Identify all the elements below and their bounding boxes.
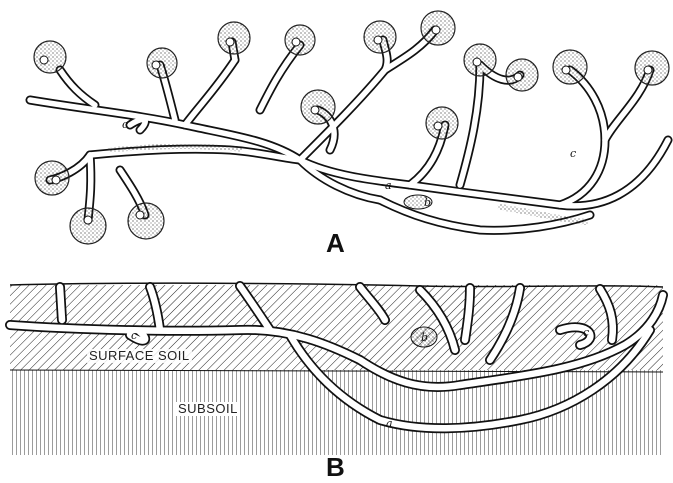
panel-a-label: A bbox=[326, 228, 345, 259]
surface-soil-label: SURFACE SOIL bbox=[87, 349, 192, 363]
panel-b-label: B bbox=[326, 452, 345, 483]
plant-head bbox=[128, 203, 164, 239]
marker-c-b2: c bbox=[583, 326, 589, 339]
plant-head bbox=[553, 50, 587, 84]
plant-head bbox=[426, 107, 458, 139]
marker-a-a: a bbox=[385, 179, 392, 192]
plant-head bbox=[34, 41, 66, 73]
marker-a-b: a bbox=[386, 417, 393, 430]
plant-head bbox=[218, 22, 250, 54]
subsoil-layer bbox=[10, 370, 663, 455]
subsoil-label: SUBSOIL bbox=[176, 402, 240, 416]
marker-c-a2: c bbox=[570, 147, 576, 160]
plant-head bbox=[147, 48, 177, 78]
plant-head bbox=[70, 208, 106, 244]
panel-b: a b c c bbox=[10, 283, 663, 455]
marker-b-b: b bbox=[421, 331, 428, 344]
marker-c-a1: c bbox=[122, 118, 128, 131]
marker-c-b1: c bbox=[131, 329, 137, 342]
panel-a: a b c c bbox=[30, 11, 669, 244]
marker-b-a: b bbox=[424, 196, 431, 209]
